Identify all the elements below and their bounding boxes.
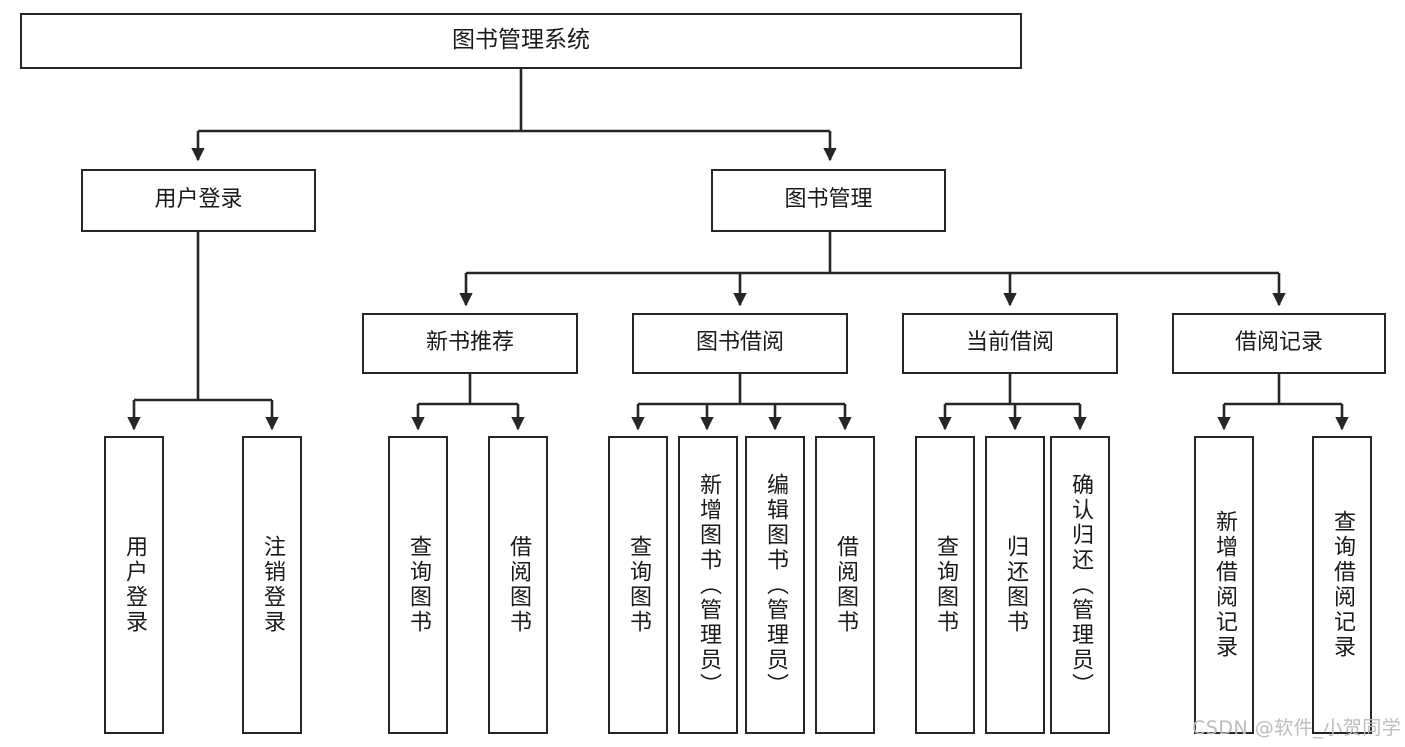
node-label: 图书借阅 [695, 330, 784, 356]
leaf-return-book[interactable]: 归还图书 [985, 436, 1045, 734]
node-root-system[interactable]: 图书管理系统 [20, 13, 1022, 69]
node-label: 图书管理系统 [452, 27, 590, 54]
node-book-management[interactable]: 图书管理 [711, 169, 946, 232]
node-current-borrow[interactable]: 当前借阅 [902, 313, 1118, 374]
node-label: 编辑图书（管理员） [763, 472, 788, 698]
node-label: 新增图书（管理员） [696, 472, 721, 698]
node-label: 注销登录 [260, 535, 285, 635]
leaf-add-borrow-record[interactable]: 新增借阅记录 [1194, 436, 1254, 734]
node-label: 借阅图书 [506, 535, 531, 635]
node-label: 图书管理 [784, 187, 873, 213]
leaf-borrow-book[interactable]: 借阅图书 [815, 436, 875, 734]
node-borrow-record[interactable]: 借阅记录 [1172, 313, 1386, 374]
node-label: 查询借阅记录 [1330, 510, 1355, 660]
watermark-text: CSDN @软件_小贺同学 [1192, 717, 1402, 739]
leaf-query-book-recommend[interactable]: 查询图书 [388, 436, 448, 734]
node-label: 查询图书 [933, 535, 958, 635]
node-label: 借阅记录 [1234, 330, 1323, 356]
node-label: 确认归还（管理员） [1068, 472, 1093, 698]
leaf-borrow-book-recommend[interactable]: 借阅图书 [488, 436, 548, 734]
node-label: 用户登录 [122, 535, 147, 635]
node-label: 新增借阅记录 [1212, 510, 1237, 660]
leaf-user-login[interactable]: 用户登录 [104, 436, 164, 734]
node-label: 当前借阅 [965, 330, 1054, 356]
node-label: 借阅图书 [833, 535, 858, 635]
leaf-logout-login[interactable]: 注销登录 [242, 436, 302, 734]
node-label: 查询图书 [626, 535, 651, 635]
node-label: 查询图书 [406, 535, 431, 635]
leaf-query-borrow-record[interactable]: 查询借阅记录 [1312, 436, 1372, 734]
leaf-edit-book[interactable]: 编辑图书（管理员） [745, 436, 805, 734]
leaf-confirm-return[interactable]: 确认归还（管理员） [1050, 436, 1110, 734]
node-new-book-recommend[interactable]: 新书推荐 [362, 313, 578, 374]
node-label: 新书推荐 [425, 330, 514, 356]
node-book-borrow[interactable]: 图书借阅 [632, 313, 848, 374]
leaf-query-book-borrow[interactable]: 查询图书 [608, 436, 668, 734]
leaf-add-book[interactable]: 新增图书（管理员） [678, 436, 738, 734]
node-label: 用户登录 [154, 187, 243, 213]
node-label: 归还图书 [1003, 535, 1028, 635]
node-user-login[interactable]: 用户登录 [81, 169, 316, 232]
leaf-query-book-current[interactable]: 查询图书 [915, 436, 975, 734]
